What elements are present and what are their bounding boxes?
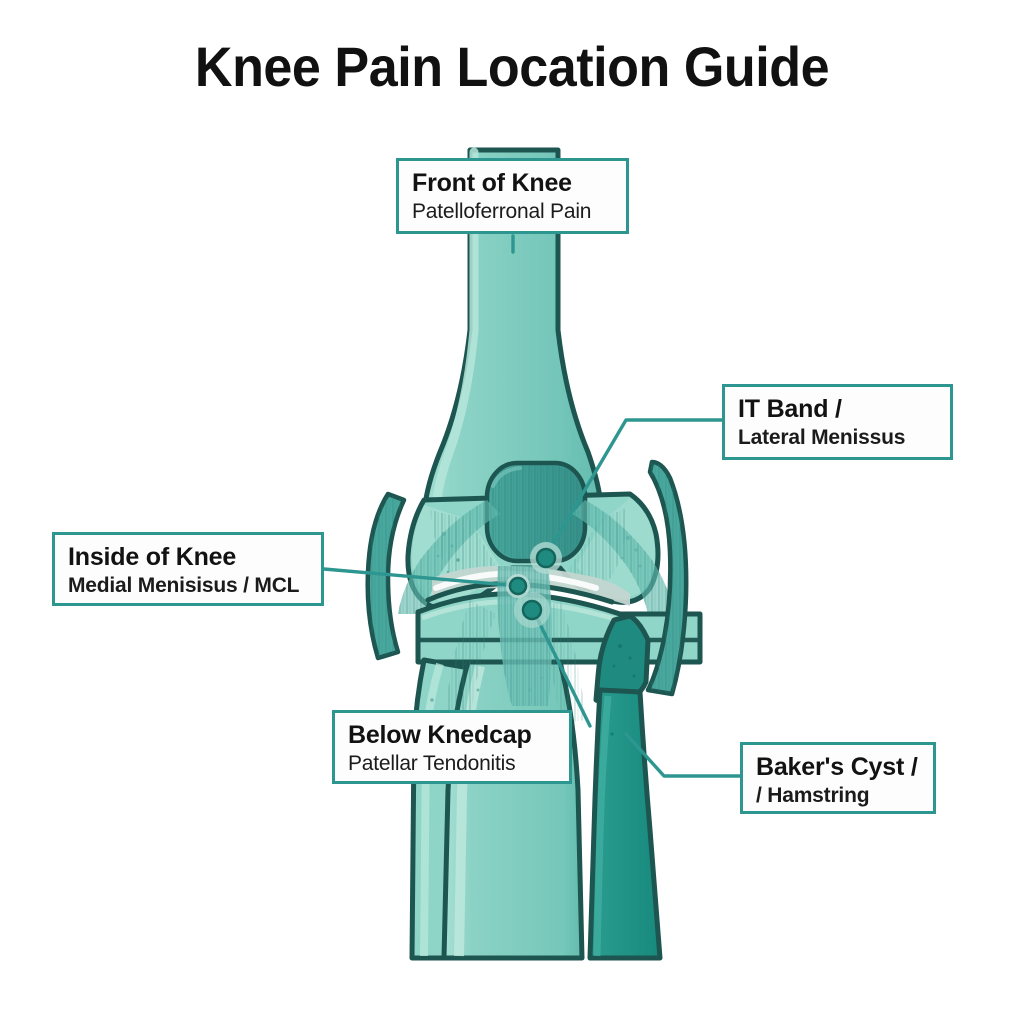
callout-it-band[interactable]: IT Band / Lateral Menissus xyxy=(722,384,953,460)
retinaculum-fibers xyxy=(398,500,674,614)
callout-below-kneecap-subtitle: Patellar Tendonitis xyxy=(348,752,516,775)
femur-shaft xyxy=(421,147,605,523)
leader-below-kneecap xyxy=(532,610,592,728)
lateral-collateral-ligament xyxy=(645,459,689,697)
callout-it-band-subtitle: Lateral Menissus xyxy=(738,426,906,449)
patella xyxy=(484,460,588,564)
callout-it-band-title: IT Band / xyxy=(738,395,842,423)
callout-inside-of-knee-subtitle: Medial Menisisus / MCL xyxy=(68,574,300,597)
callout-inside-of-knee-title: Inside of Knee xyxy=(68,543,237,571)
leader-marker-dots xyxy=(506,542,562,628)
callout-front-of-knee-subtitle: Patelloferronal Pain xyxy=(412,200,592,223)
callout-front-of-knee-title: Front of Knee xyxy=(412,169,572,197)
callout-bakers-cyst-title: Baker's Cyst / xyxy=(756,753,918,781)
callout-below-kneecap[interactable]: Below Knedcap Patellar Tendonitis xyxy=(332,710,572,784)
callout-below-kneecap-title: Below Knedcap xyxy=(348,721,532,749)
fibula xyxy=(587,613,663,961)
page-title: Knee Pain Location Guide xyxy=(194,35,830,98)
leader-bakers-cyst xyxy=(624,732,742,778)
callout-inside-of-knee[interactable]: Inside of Knee Medial Menisisus / MCL xyxy=(52,532,324,606)
callout-bakers-cyst-subtitle: / Hamstring xyxy=(756,784,870,807)
callout-front-of-knee[interactable]: Front of Knee Patelloferronal Pain xyxy=(396,158,629,234)
leader-it-band xyxy=(544,418,724,558)
leader-inside-of-knee xyxy=(322,567,522,588)
callout-bakers-cyst[interactable]: Baker's Cyst / / Hamstring xyxy=(740,742,936,814)
